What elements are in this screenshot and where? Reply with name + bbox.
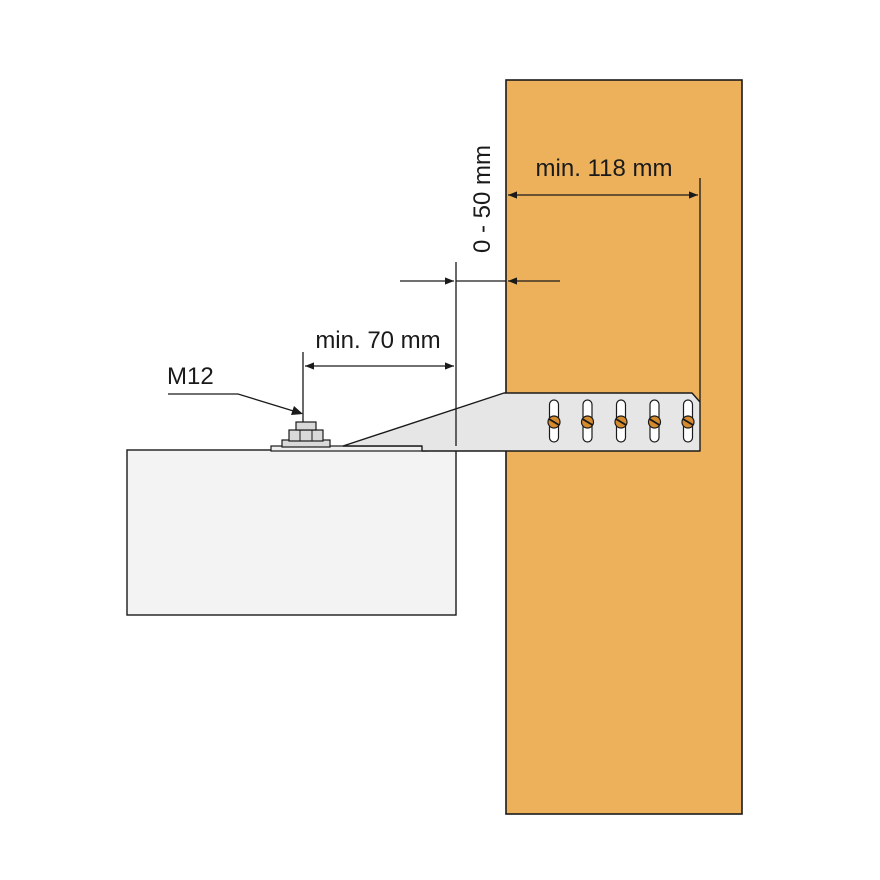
screw-slot-mark — [548, 418, 560, 426]
label-min-70: min. 70 mm — [315, 327, 440, 354]
leader-m12: M12 — [167, 363, 303, 415]
slot-group — [547, 399, 695, 443]
dimension-min-118: min. 118 mm — [508, 155, 701, 402]
label-min-118: min. 118 mm — [536, 155, 673, 182]
dimension-offset: 0 - 50 mm — [400, 145, 560, 446]
device-box — [126, 449, 457, 616]
screw-slot-mark — [582, 418, 593, 426]
m12-nut — [281, 421, 331, 448]
dimension-min-70: min. 70 mm — [302, 327, 454, 422]
mounting-bracket — [342, 392, 701, 452]
label-offset: 0 - 50 mm — [469, 145, 496, 253]
screw-slot-mark — [649, 418, 660, 426]
screw-slot-mark — [615, 418, 627, 426]
screw-slot-mark — [682, 418, 694, 426]
label-m12: M12 — [167, 363, 214, 390]
